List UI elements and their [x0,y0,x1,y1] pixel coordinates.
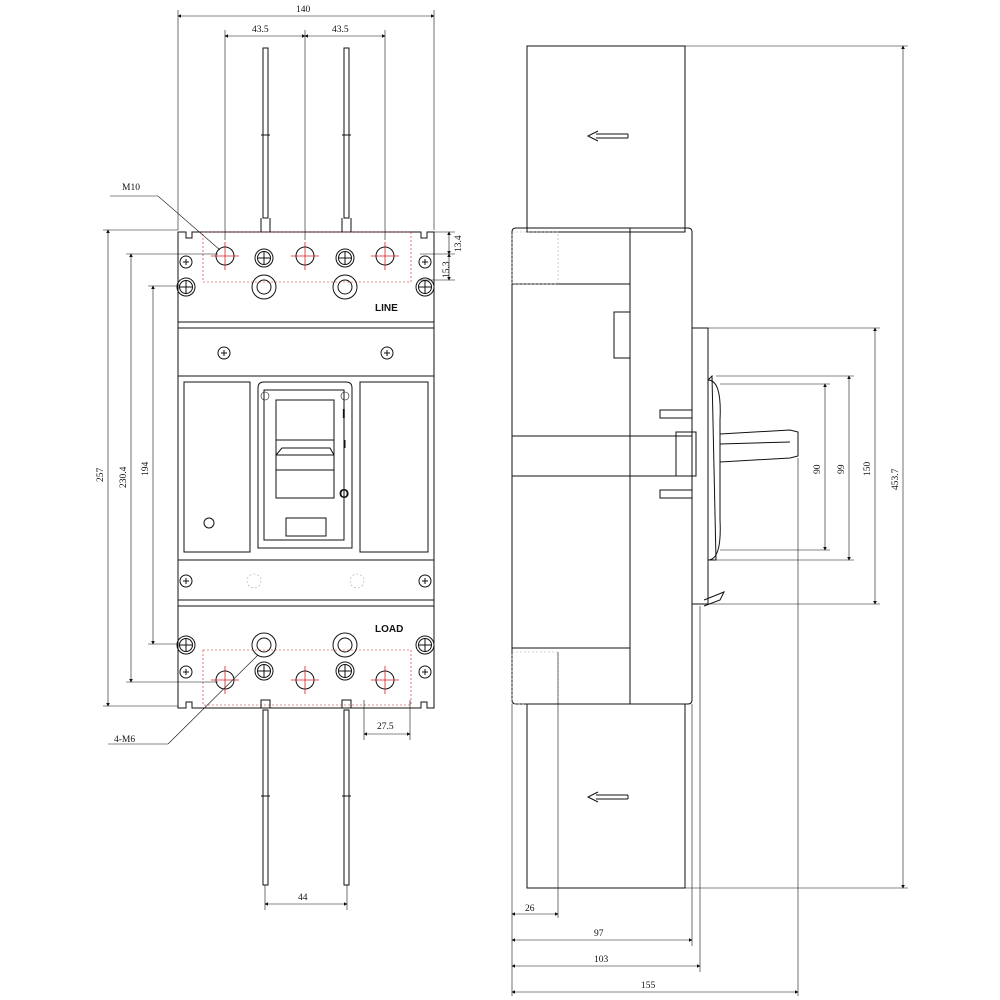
screw-icon [415,277,435,297]
terminal-screw-icon [251,274,277,300]
dim-bottom-pitch: 44 [298,893,308,903]
right-small-dims: 13.4 15.3 [420,231,464,281]
tapped-hole-icon [371,666,399,694]
dim-overall-width: 140 [296,5,311,15]
screw-icon [335,661,355,681]
dim-top-offset-2: 15.3 [442,261,452,278]
terminal-screw-icon [332,632,358,658]
load-label: LOAD [375,624,403,635]
screw-icon [179,255,193,269]
top-arrow [586,130,629,142]
top-terminal-cover [526,45,686,233]
screw-icon [254,661,274,681]
tapped-hole-icon [211,666,239,694]
screw-icon [380,346,394,360]
side-handle [659,327,799,607]
side-body [511,227,693,705]
tapped-hole-icon [291,666,319,694]
left-vertical-dims: 257 230.4 194 [96,229,218,707]
dim-height-230: 230.4 [119,466,129,488]
off-symbol: O [339,486,349,501]
screw-icon [217,346,231,360]
screw-icon [335,248,355,268]
dim-total-height: 453.7 [891,468,901,490]
dim-h-99: 99 [837,464,847,474]
dim-top-offset-1: 13.4 [454,235,464,252]
dim-h-150: 150 [863,462,873,477]
bottom-terminal-cover [526,703,686,889]
dim-bottom-gap: 27.5 [377,722,394,732]
dim-d-97: 97 [594,929,604,939]
top-dimensions: 140 43.5 43.5 [177,5,435,240]
screw-icon [418,255,432,269]
front-view: 140 43.5 43.5 M10 [96,5,464,910]
dim-pitch-left: 43.5 [252,25,269,35]
terminal-holes [211,242,399,694]
dim-d-26: 26 [525,904,535,914]
line-label: LINE [375,303,398,314]
hole-outline [246,573,262,589]
screws [176,248,435,681]
screw-icon [415,635,435,655]
m10-callout: M10 [110,183,221,251]
dim-h-90: 90 [813,464,823,474]
screw-icon [179,574,193,588]
screw-icon [176,277,196,297]
terminal-screw-icon [251,632,277,658]
tapped-hole-icon [371,242,399,270]
tapped-hole-icon [211,242,239,270]
screw-icon [418,665,432,679]
terminal-screw-icon [332,274,358,300]
bottom-arrow [586,791,629,803]
dim-44-group: 44 [264,885,348,910]
tapped-hole-icon [291,242,319,270]
hole-outline [349,573,365,589]
dim-d-155: 155 [641,981,656,991]
breaker-body [177,231,435,709]
m6-callout: 4-M6 [108,654,259,745]
dim-height-257: 257 [96,468,106,483]
dim-height-194: 194 [141,462,151,477]
screw-icon [176,635,196,655]
dim-d-103: 103 [594,955,609,965]
callout-m10: M10 [122,183,140,193]
top-leads [260,47,352,233]
dim-27-5-group: 27.5 [363,700,411,740]
side-view: 453.7 150 99 90 26 97 103 155 [511,45,908,996]
callout-4-m6: 4-M6 [114,735,135,745]
screw-icon [254,248,274,268]
handle-window: I O [257,381,353,549]
bottom-leads [260,699,352,886]
dim-pitch-right: 43.5 [332,25,349,35]
screw-icon [418,574,432,588]
on-symbol: I [342,406,346,421]
screw-icon [179,665,193,679]
